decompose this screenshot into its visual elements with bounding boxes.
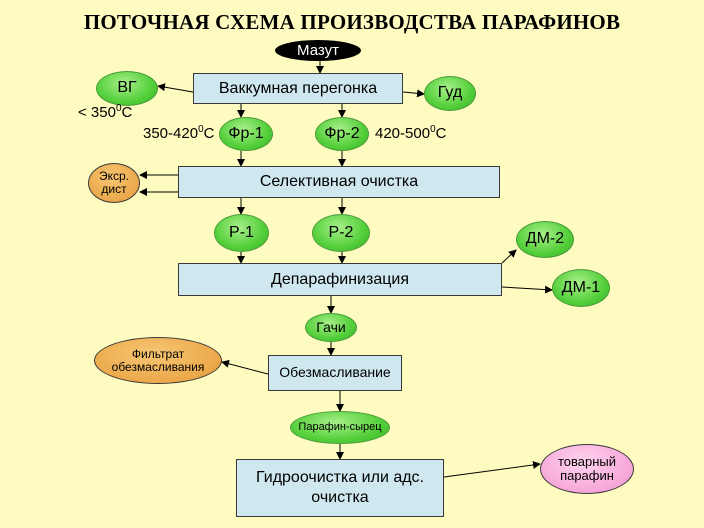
extract-node: Экср. дист: [88, 163, 140, 203]
raw-paraffin-label: Парафин-сырец: [298, 420, 382, 433]
selective-label: Селективная очистка: [259, 173, 419, 190]
deoiling-box: Обезмасливание: [268, 355, 402, 391]
filtrate-node: Фильтрат обезмасливания: [94, 337, 222, 384]
fr1-node: Фр-1: [219, 117, 273, 151]
mazut-node: Мазут: [275, 40, 361, 61]
selective-cleaning-box: Селективная очистка: [178, 166, 500, 198]
vacuum-distillation-box: Ваккумная перегонка: [193, 73, 403, 104]
dm1-label: ДМ-1: [561, 278, 601, 296]
gud-label: Гуд: [437, 84, 463, 102]
dewax-label: Депарафинизация: [271, 270, 409, 288]
fr1-label: Фр-1: [228, 124, 264, 142]
gachi-label: Гачи: [316, 319, 346, 336]
arrow-dewax-dm1: [501, 285, 553, 294]
commercial-paraffin-node: товарный парафин: [540, 444, 634, 494]
raw-paraffin-node: Парафин-сырец: [290, 411, 390, 444]
vg-label: ВГ: [117, 79, 137, 97]
fr2-temperature: 420-5000С: [375, 124, 447, 142]
dm1-node: ДМ-1: [552, 269, 610, 307]
gachi-node: Гачи: [305, 313, 357, 342]
arrow-hydro-commercial: [443, 460, 541, 478]
r2-label: Р-2: [328, 223, 354, 241]
arrow-vacuum-gud: [402, 89, 425, 98]
arrow-deoiling-filtrate: [221, 359, 269, 375]
deoiling-label: Обезмасливание: [279, 364, 391, 381]
commercial-label: товарный парафин: [557, 454, 617, 483]
fr1-temperature: 350-4200С: [143, 124, 215, 142]
fr2-node: Фр-2: [315, 117, 369, 151]
page-title: ПОТОЧНАЯ СХЕМА ПРОИЗВОДСТВА ПАРАФИНОВ: [83, 10, 621, 34]
vg-node: ВГ: [96, 71, 158, 106]
gud-node: Гуд: [424, 76, 476, 111]
r2-node: Р-2: [312, 214, 370, 252]
vg-temperature: < 3500С: [78, 103, 133, 121]
extract-label: Экср. дист: [98, 169, 130, 196]
mazut-label: Мазут: [297, 41, 339, 59]
dm2-node: ДМ-2: [516, 221, 574, 258]
arrow-vacuum-vg: [157, 83, 194, 93]
dewaxing-box: Депарафинизация: [178, 263, 502, 296]
r1-label: Р-1: [229, 223, 254, 241]
hydro-label: Гидроочистка или адс. очистка: [255, 469, 424, 506]
dm2-label: ДМ-2: [525, 230, 565, 248]
arrow-dewax-dm2: [501, 249, 517, 264]
vacuum-label: Ваккумная перегонка: [218, 79, 378, 97]
r1-node: Р-1: [214, 214, 269, 252]
fr2-label: Фр-2: [324, 124, 360, 142]
hydrotreatment-box: Гидроочистка или адс. очистка: [236, 459, 444, 517]
filtrate-label: Фильтрат обезмасливания: [111, 346, 205, 374]
